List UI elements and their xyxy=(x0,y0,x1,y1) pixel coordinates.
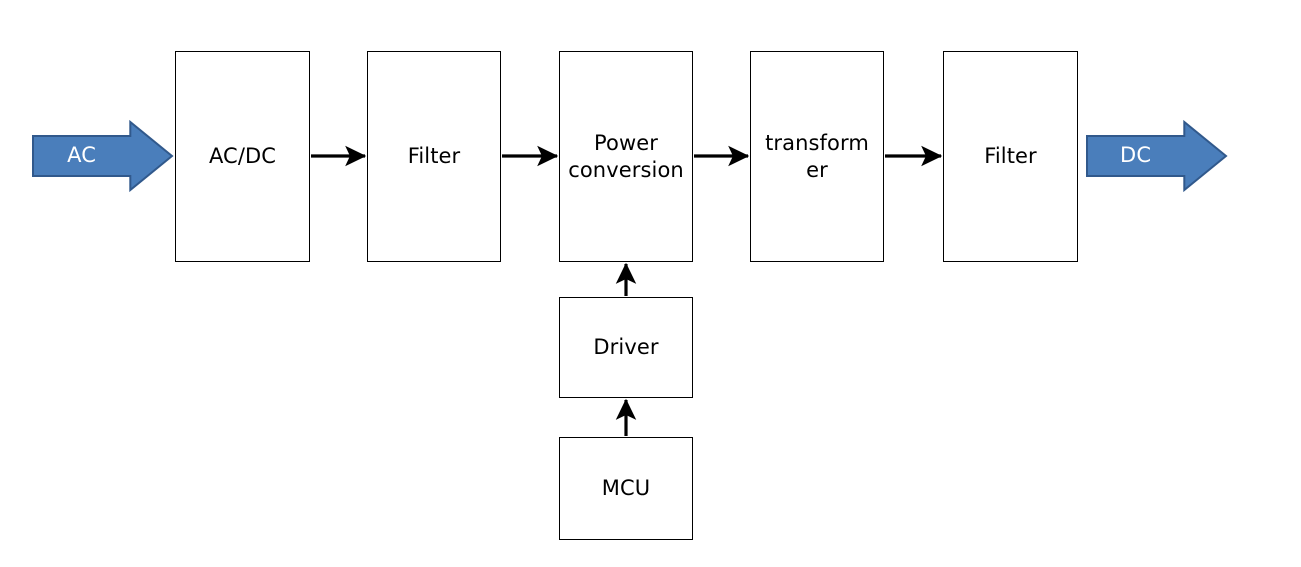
io-arrow-dc-output[interactable] xyxy=(1086,119,1228,193)
block-label-powerconv: Power conversion xyxy=(568,130,684,182)
block-label-filter1: Filter xyxy=(407,144,461,169)
block-acdc[interactable]: AC/DC xyxy=(175,51,310,262)
block-driver[interactable]: Driver xyxy=(559,297,693,398)
block-powerconv[interactable]: Power conversion xyxy=(559,51,693,262)
block-mcu[interactable]: MCU xyxy=(559,437,693,540)
block-label-acdc: AC/DC xyxy=(208,144,277,169)
block-label-mcu: MCU xyxy=(601,476,651,501)
io-arrow-shapes xyxy=(32,119,1228,193)
block-label-filter2: Filter xyxy=(984,144,1037,169)
io-arrow-ac-input[interactable] xyxy=(32,119,174,193)
connector-lines xyxy=(311,145,943,436)
block-filter1[interactable]: Filter xyxy=(367,51,501,262)
block-label-driver: Driver xyxy=(593,335,659,360)
block-filter2[interactable]: Filter xyxy=(943,51,1078,262)
block-transformer[interactable]: transform er xyxy=(750,51,884,262)
block-label-transformer: transform er xyxy=(765,130,869,182)
